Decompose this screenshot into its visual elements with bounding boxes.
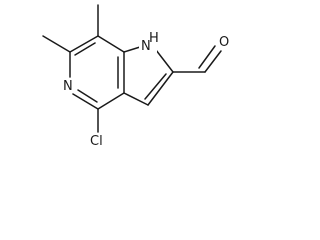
- bond-c3-c3a: [123, 92, 149, 106]
- bond-n1-c2: [155, 49, 174, 73]
- bond-n5-c4-double: [77, 89, 98, 103]
- atom-label-oxygen: O: [219, 35, 229, 50]
- atom-label-pyridine-n: N: [63, 79, 73, 94]
- bond-c7-c6: [69, 35, 99, 53]
- bond-c2-c3: [147, 71, 174, 106]
- bond-c7a-n1: [123, 46, 141, 53]
- bond-c7a-c7: [97, 35, 125, 53]
- atom-labels: N H N Cl O: [61, 31, 231, 149]
- atom-label-chlorine: Cl: [90, 134, 103, 149]
- bonds: [42, 4, 222, 133]
- bond-c7-c6-double: [74, 42, 96, 56]
- bond-methyl-c6: [42, 35, 71, 53]
- atom-label-nh-h: H: [149, 31, 159, 46]
- bond-cho-o: [204, 50, 222, 73]
- bond-cho-o-double: [198, 45, 216, 69]
- bond-c2-c3-double: [144, 73, 167, 100]
- bond-n5-c4: [72, 93, 99, 110]
- atom-label-nh-n: N: [141, 39, 151, 54]
- molecular-structure-diagram: N H N Cl O: [42, 4, 231, 149]
- bond-c4-c3a: [97, 92, 125, 110]
